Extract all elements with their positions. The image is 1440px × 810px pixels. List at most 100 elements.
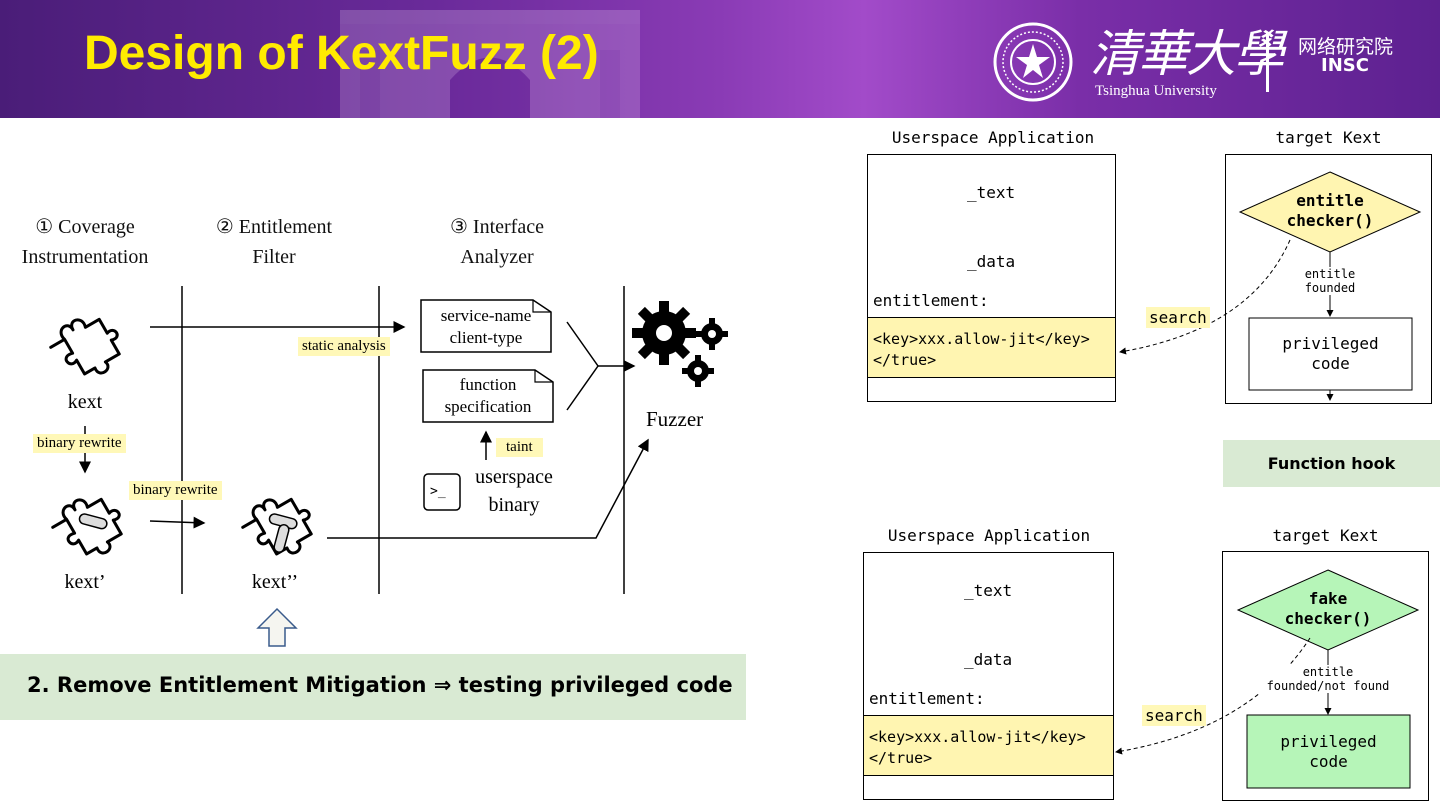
checker-line1-top: entitle (1296, 191, 1364, 210)
bottom-connectors (1115, 569, 1420, 789)
checker-label-bottom: fake checker() (1258, 589, 1398, 629)
kext-label: kext (67, 391, 103, 413)
merge-lines (566, 321, 599, 411)
checker-line2-bottom: checker() (1284, 609, 1372, 628)
taint-label: taint (496, 438, 543, 457)
checker-line2-top: checker() (1286, 211, 1374, 230)
logo-divider (1266, 32, 1269, 92)
edge-label-top: entitle founded (1290, 267, 1370, 295)
data-section-bottom: _data (964, 650, 1013, 669)
function-doc: function specification (423, 374, 553, 418)
key-line2-bottom: </true> (869, 749, 933, 767)
university-name-cn: 清華大學 (1090, 25, 1284, 83)
app-title-top: Userspace Application (891, 128, 1095, 147)
checker-line1-bottom: fake (1308, 589, 1348, 608)
kext-patched-puzzle-icon (45, 483, 135, 571)
takeaway-text: 2. Remove Entitlement Mitigation ⇒ testi… (27, 673, 733, 697)
function-hook-label: Function hook (1267, 454, 1396, 473)
userspace-binary-label: userspace binary (462, 463, 566, 519)
function-doc-line1: function (459, 375, 517, 394)
rewrite-arrow-2 (149, 516, 206, 529)
privileged-label-top: privileged code (1249, 334, 1412, 374)
function-doc-line2: specification (444, 397, 532, 416)
priv-line2-top: code (1311, 354, 1350, 373)
terminal-glyph: >_ (430, 484, 446, 499)
stage-entitlement-label: ② Entitlement Filter (199, 212, 349, 272)
stage-entitlement-line1: ② Entitlement (215, 216, 333, 238)
stage-coverage-label: ① Coverage Instrumentation (10, 212, 160, 272)
kext-double-patched-label: kext’’ (251, 571, 299, 593)
search-label-top: search (1146, 307, 1210, 328)
privileged-label-bottom: privileged code (1247, 732, 1410, 772)
search-arrow-top (1119, 239, 1291, 355)
gate-background-image (340, 10, 640, 118)
stage-entitlement-line2: Filter (252, 246, 296, 268)
function-doc-shape (422, 369, 554, 423)
stage-interface-line2: Analyzer (460, 246, 534, 268)
stage-interface-line1: ③ Interface (450, 216, 544, 238)
edge-line2-top: founded (1304, 281, 1356, 295)
gears-icon (632, 301, 728, 387)
entitlement-key-bottom: <key>xxx.allow-jit</key> </true> (869, 727, 1086, 769)
stage-coverage-line2: Instrumentation (21, 246, 149, 268)
kext-to-fuzzer-arrow (327, 438, 649, 539)
stage-coverage-line1: ① Coverage (35, 216, 135, 238)
app-title-bottom: Userspace Application (887, 526, 1091, 545)
kext-box-bottom (1222, 551, 1429, 801)
tsinghua-seal-icon (993, 22, 1073, 102)
search-label-bottom: search (1142, 705, 1206, 726)
pipeline-graphics (43, 286, 728, 647)
takeaway-banner: 2. Remove Entitlement Mitigation ⇒ testi… (0, 654, 746, 720)
edge-label-bottom: entitle founded/not found (1258, 665, 1398, 693)
service-doc-line1: service-name (440, 306, 532, 325)
key-line1-bottom: <key>xxx.allow-jit</key> (869, 728, 1086, 746)
edge-line1-top: entitle (1304, 267, 1356, 281)
kext-puzzle-icon (43, 303, 133, 391)
kext-box-top (1225, 154, 1432, 404)
key-line2-top: </true> (873, 351, 937, 369)
priv-line2-bottom: code (1309, 752, 1348, 771)
privileged-box-top (1248, 317, 1413, 391)
app-box-bottom (863, 552, 1114, 800)
entitlement-key-top: <key>xxx.allow-jit</key> </true> (873, 329, 1090, 371)
stage-interface-label: ③ Interface Analyzer (422, 212, 572, 272)
fuzzer-label: Fuzzer (646, 407, 704, 431)
kext-title-top: target Kext (1275, 128, 1382, 147)
university-name-en: Tsinghua University (1095, 83, 1217, 99)
data-section-top: _data (967, 252, 1016, 271)
static-analysis-label: static analysis (298, 337, 390, 356)
entitlement-label-top: entitlement: (873, 291, 989, 310)
text-section-bottom: _text (964, 581, 1013, 600)
insc-name-cn: 网络研究院 (1298, 36, 1394, 58)
top-connectors (1119, 171, 1422, 401)
insc-name-en: INSC (1321, 55, 1369, 76)
kext-patched-label: kext’ (64, 571, 106, 593)
kext-double-patched-puzzle-icon (235, 483, 325, 571)
privileged-box-bottom (1246, 714, 1411, 789)
binary-rewrite-label-2: binary rewrite (129, 481, 222, 500)
slide-title: Design of KextFuzz (2) (84, 27, 599, 80)
priv-line1-bottom: privileged (1280, 732, 1377, 751)
kext-title-bottom: target Kext (1272, 526, 1379, 545)
text-section-top: _text (967, 183, 1016, 202)
entitlement-box-top (867, 317, 1116, 378)
edge-line2-bottom: founded/not found (1266, 679, 1390, 693)
search-arrow-bottom (1115, 637, 1311, 755)
edge-line1-bottom: entitle (1302, 665, 1354, 679)
priv-line1-top: privileged (1282, 334, 1379, 353)
key-line1-top: <key>xxx.allow-jit</key> (873, 330, 1090, 348)
function-hook-box: Function hook (1223, 440, 1440, 487)
entitlement-box-bottom (863, 715, 1114, 776)
userspace-line2: binary (488, 494, 540, 516)
slide-header: Design of KextFuzz (2) 清華大學 Tsinghua Uni… (0, 0, 1440, 118)
up-arrow-icon (256, 607, 298, 647)
terminal-icon (423, 473, 461, 511)
checker-label-top: entitle checker() (1260, 191, 1400, 231)
service-doc-line2: client-type (449, 328, 523, 347)
service-doc: service-name client-type (421, 305, 551, 349)
app-box-top (867, 154, 1116, 402)
entitlement-label-bottom: entitlement: (869, 689, 985, 708)
binary-rewrite-label-1: binary rewrite (33, 434, 126, 453)
service-doc-shape (420, 299, 552, 353)
userspace-line1: userspace (475, 466, 553, 488)
